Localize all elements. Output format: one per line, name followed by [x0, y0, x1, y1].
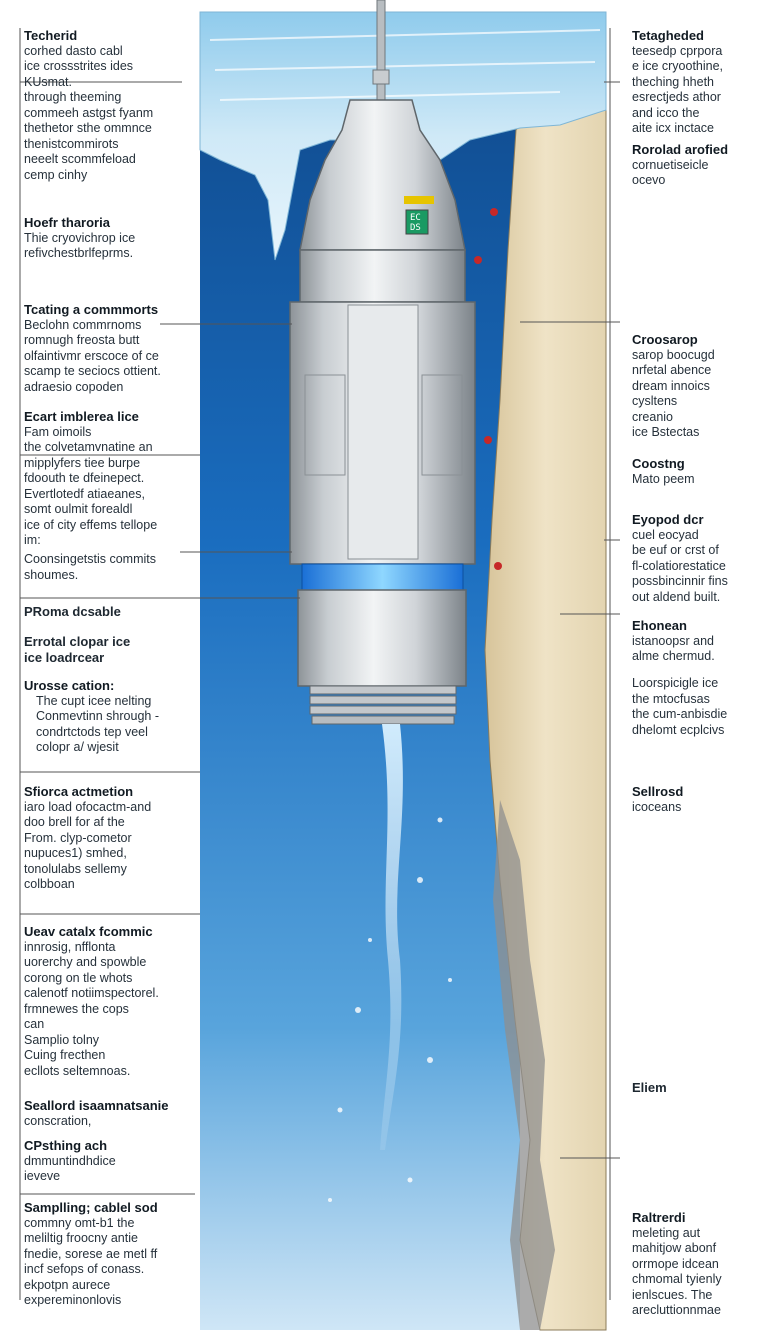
annotation-left-6: Errotal clopar ice ice loadrcear	[24, 634, 131, 665]
annotation-left-3: Ecart imblerea lice Fam oimoils the colv…	[24, 409, 194, 549]
water-bubbles	[328, 817, 452, 1202]
annotation-right-7: Sellrosd icoceans	[632, 784, 762, 815]
annotation-body: Coonsingetstis commits shoumes.	[24, 552, 156, 582]
rock-shadow	[493, 800, 555, 1330]
annotation-right-8: Eliem	[632, 1080, 667, 1095]
annotation-right-2: Croosarop sarop boocugd nrfetal abence d…	[632, 332, 762, 441]
annotation-heading: Ueav catalx fcommic	[24, 924, 153, 939]
annotation-body: innrosig, nfflonta uorerchy and spowble …	[24, 939, 159, 1078]
annotation-body: Loorspicigle ice the mtocfusas the cum-a…	[632, 676, 728, 737]
annotation-heading: Raltrerdi	[632, 1210, 686, 1225]
annotation-heading: Hoefr tharoria	[24, 215, 110, 230]
annotation-heading: Techerid	[24, 28, 78, 43]
annotation-heading: Sfiorca actmetion	[24, 784, 134, 799]
annotation-body: dmmuntindhdice ieveve	[24, 1153, 116, 1184]
annotation-left-0: Techerid corhed dasto cabl ice crossstri…	[24, 28, 194, 183]
annotation-right-6: Loorspicigle ice the mtocfusas the cum-a…	[632, 676, 762, 738]
annotation-heading: Urosse cation:	[24, 678, 115, 693]
annotation-left-2: Tcating a commmorts Beclohn commrnoms ro…	[24, 302, 194, 395]
probe-panel-label: EC	[410, 213, 421, 223]
annotation-body: iaro load ofocactm-and doo brell for af …	[24, 799, 152, 892]
annotation-right-4: Eyopod dcr cuel eocyad be euf or crst of…	[632, 512, 762, 605]
annotation-body: cornuetiseicle ocevo	[632, 157, 709, 188]
annotation-body: meleting aut mahitjow abonf orrmope idce…	[632, 1225, 722, 1318]
annotation-body: The cupt icee nelting Conmevtinn shrough…	[36, 693, 159, 755]
annotation-body: Mato peem	[632, 471, 695, 486]
annotation-left-5: PRoma dcsable	[24, 604, 121, 619]
indicator-light	[474, 256, 482, 264]
annotation-right-3: Coostng Mato peem	[632, 456, 762, 487]
annotation-left-9: Ueav catalx fcommic innrosig, nfflonta u…	[24, 924, 194, 1079]
annotation-heading: Tetagheded	[632, 28, 704, 43]
annotation-heading: Ehonean	[632, 618, 687, 633]
glow-band	[301, 563, 464, 591]
control-panel	[405, 209, 429, 235]
cryobot-probe	[289, 99, 502, 725]
annotation-body: Beclohn commrnoms romnugh freosta butt o…	[24, 317, 161, 394]
ice-texture	[209, 29, 601, 101]
annotation-body: istanoopsr and alme chermud.	[632, 633, 715, 664]
annotation-heading: Eyopod dcr	[632, 512, 704, 527]
annotation-heading: CPsthing ach	[24, 1138, 108, 1153]
annotation-heading: Sellrosd	[632, 784, 684, 799]
annotation-heading: Croosarop	[632, 332, 698, 347]
annotation-right-0: Tetagheded teesedp cprpora e ice cryooth…	[632, 28, 762, 137]
annotation-left-7: Urosse cation: The cupt icee nelting Con…	[24, 678, 194, 756]
annotation-left-10: Seallord isaamnatsanie conscration,	[24, 1098, 194, 1129]
annotation-heading: Rorolad arofied	[632, 142, 729, 157]
annotation-body: conscration,	[24, 1113, 92, 1128]
annotation-body: sarop boocugd nrfetal abence dream innoi…	[632, 347, 715, 440]
probe-panel-label: DS	[410, 223, 421, 233]
annotation-left-12: Samplling; cablel sod commny omt-b1 the …	[24, 1200, 194, 1309]
annotation-body: teesedp cprpora e ice cryoothine, thechi…	[632, 43, 724, 136]
annotation-left-4: Coonsingetstis commits shoumes.	[24, 552, 194, 583]
meltwater-stream	[380, 724, 403, 1150]
annotation-body: icoceans	[632, 799, 682, 814]
annotation-body: Fam oimoils the colvetamvnatine an mippl…	[24, 424, 158, 548]
annotation-heading: Tcating a commmorts	[24, 302, 159, 317]
annotation-right-9: Raltrerdi meleting aut mahitjow abonf or…	[632, 1210, 762, 1319]
annotation-heading: Coostng	[632, 456, 685, 471]
annotation-left-11: CPsthing ach dmmuntindhdice ieveve	[24, 1138, 194, 1185]
annotation-right-1: Rorolad arofied cornuetiseicle ocevo	[632, 142, 762, 189]
annotation-heading: Ecart imblerea lice	[24, 409, 139, 424]
annotation-left-1: Hoefr tharoria Thie cryovichrop ice refi…	[24, 215, 194, 262]
annotation-body: commny omt-b1 the meliltig froocny antie…	[24, 1215, 158, 1308]
annotation-body: cuel eocyad be euf or crst of fl-colatio…	[632, 527, 728, 604]
annotation-left-8: Sfiorca actmetion iaro load ofocactm-and…	[24, 784, 194, 893]
annotation-right-5: Ehonean istanoopsr and alme chermud.	[632, 618, 762, 665]
annotation-heading: Samplling; cablel sod	[24, 1200, 158, 1215]
annotation-body: corhed dasto cabl ice crossstrites ides …	[24, 43, 154, 182]
annotation-heading: Seallord isaamnatsanie	[24, 1098, 169, 1113]
tether-cable	[376, 0, 386, 101]
leader-lines	[19, 28, 620, 1300]
annotation-body: Thie cryovichrop ice refivchestbrlfeprms…	[24, 230, 136, 261]
